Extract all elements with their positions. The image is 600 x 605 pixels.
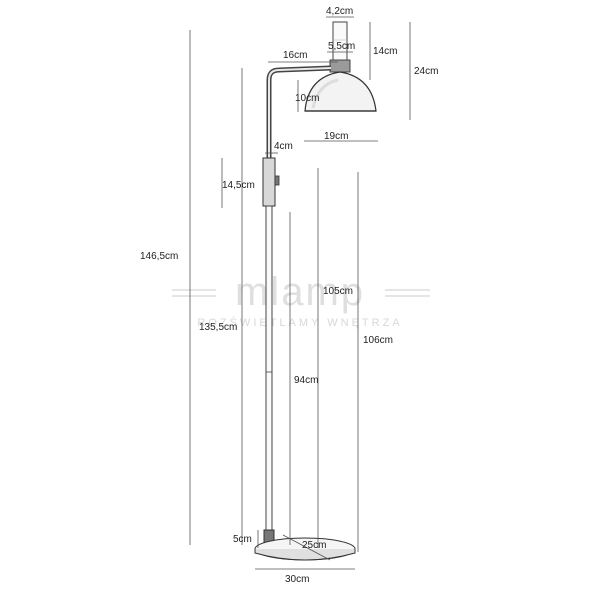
lamp-shade xyxy=(304,71,377,112)
dimension-lines xyxy=(189,16,411,570)
label-height-to-arm: 135,5cm xyxy=(199,322,237,333)
label-socket-width: 5,5cm xyxy=(328,41,355,52)
label-106: 106cm xyxy=(363,335,393,346)
label-base-height: 5cm xyxy=(233,534,252,545)
label-total-height: 146,5cm xyxy=(140,251,178,262)
label-socket-height: 14cm xyxy=(373,46,397,57)
lamp-arm-highlight xyxy=(268,67,332,158)
label-shade-height: 10cm xyxy=(295,93,319,104)
switch-knob[interactable] xyxy=(274,175,280,186)
lamp-base-edge xyxy=(254,549,356,561)
label-94: 94cm xyxy=(294,375,318,386)
switch-sleeve xyxy=(262,157,276,207)
watermark: mlamp ROZŚWIETLAMY WNĘTRZA xyxy=(172,270,430,329)
label-base-diameter: 30cm xyxy=(285,574,309,585)
dimension-labels: 4,2cm 5,5cm 14cm 24cm 16cm 10cm 19cm 4cm… xyxy=(140,6,438,585)
label-switch-height: 14,5cm xyxy=(222,180,255,191)
lamp-stem xyxy=(265,205,273,533)
shade-highlight xyxy=(311,78,339,109)
label-shade-diameter: 19cm xyxy=(324,131,348,142)
label-top-width: 4,2cm xyxy=(326,6,353,17)
watermark-logo: mlamp xyxy=(235,270,365,314)
label-arm-reach: 16cm xyxy=(283,50,307,61)
watermark-tagline: ROZŚWIETLAMY WNĘTRZA xyxy=(197,316,402,329)
dim-base-inner xyxy=(282,534,331,561)
label-shade-total-height: 24cm xyxy=(414,66,438,77)
label-stem-width: 4cm xyxy=(274,141,293,152)
label-105: 105cm xyxy=(323,286,353,297)
label-base-inner: 25cm xyxy=(302,540,326,551)
